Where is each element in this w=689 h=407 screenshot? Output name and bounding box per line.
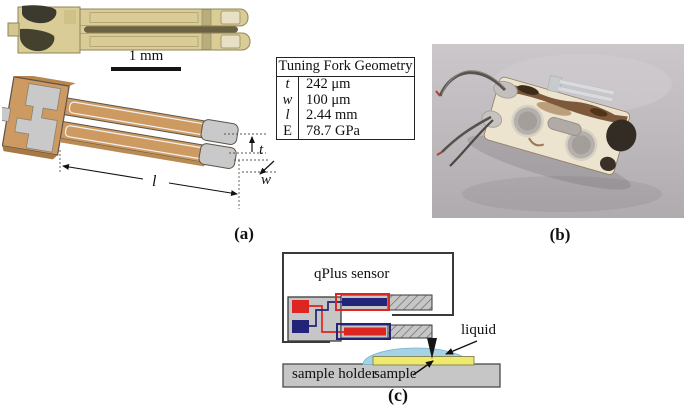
solder-blob [481,110,503,128]
panel-b-label: (b) [549,225,571,244]
probe-tip [427,338,437,359]
prong-tip-bottom [198,143,237,169]
quartz-fork [547,75,615,103]
table-row: w 100 μm [277,92,414,109]
sensor-assembly-photo [432,44,684,218]
table-row: l 2.44 mm [277,107,414,124]
sample-arrow [412,360,434,376]
qplus-sensor-label: qPlus sensor [314,266,390,282]
table-row: E 78.7 GPa [277,123,414,140]
tuning-fork-schematic: t w l [2,76,278,209]
scale-bar [111,67,181,71]
plate-slot [547,116,582,137]
liquid-arrow [445,340,478,355]
red-contact-pad [292,300,309,313]
epoxy-blob-bottom [20,28,55,52]
sample-holder-label: sample holder [292,366,377,382]
sample-label: sample [374,366,417,382]
table-title: Tuning Fork Geometry [277,58,414,78]
sample [372,356,475,366]
fork-slot [84,26,238,33]
liquid-label: liquid [461,322,497,338]
sensor-wire [438,71,507,97]
dim-label-l: l [152,173,157,190]
blue-contact-pad [292,320,309,333]
tuning-fork-geometry-table: Tuning Fork Geometry t 242 μm w 100 μm l… [276,57,415,141]
table-row: t 242 μm [277,76,414,93]
red-trace [309,305,344,333]
tuning-fork-photo [7,5,251,54]
blue-trace [309,301,342,327]
sensor-housing-outline [282,252,454,343]
sensor-wire [441,115,492,153]
dim-label-t: t [259,142,264,158]
panel-a-label: (a) [234,224,254,243]
dim-label-w: w [261,172,271,188]
panel-c-label: (c) [388,385,408,405]
qplus-setup-schematic [282,252,501,388]
scale-bar-label: 1 mm [128,48,164,64]
prong-tip-top [200,119,239,145]
epoxy-blob-top [22,5,57,24]
epoxy-blob [606,119,637,152]
